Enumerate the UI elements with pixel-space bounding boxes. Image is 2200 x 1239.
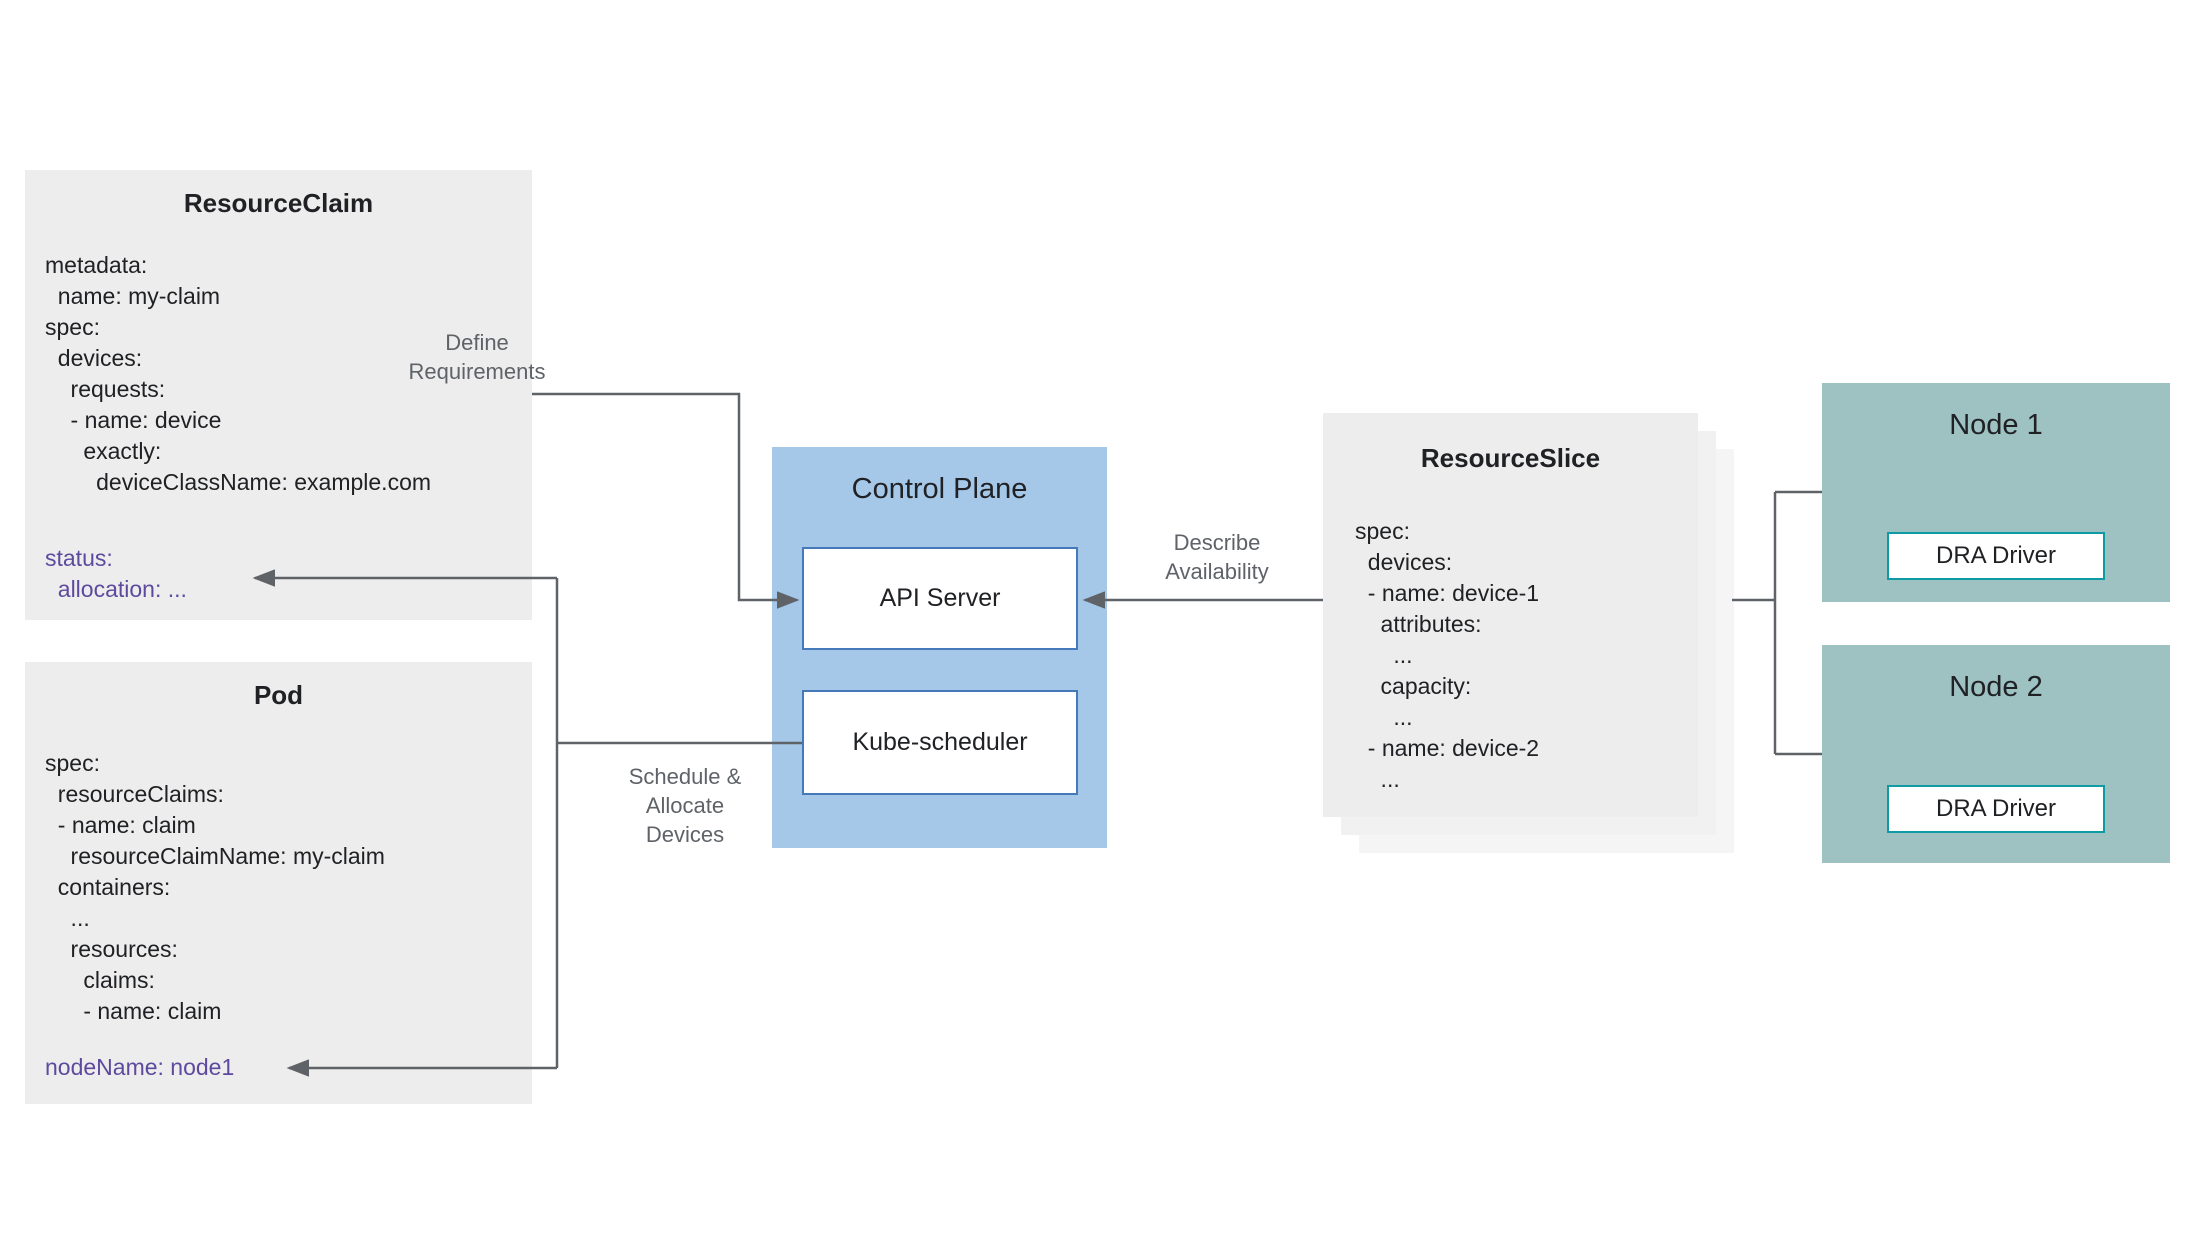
pod-status-yaml: nodeName: node1 xyxy=(45,1054,235,1080)
pod-card: Pod spec: resourceClaims: - name: claim … xyxy=(25,662,532,1104)
edge-define-requirements xyxy=(532,392,800,609)
describe-availability-label: Describe Availability xyxy=(1165,530,1269,584)
node1-title: Node 1 xyxy=(1949,409,2043,441)
kube-scheduler-label: Kube-scheduler xyxy=(852,728,1028,756)
pod-title: Pod xyxy=(253,680,304,710)
resource-slice-card: ResourceSlice spec: devices: - name: dev… xyxy=(1323,413,1698,817)
node1-dra-driver-label: DRA Driver xyxy=(1935,542,2056,569)
resource-claim-status-yaml: status: allocation: ... xyxy=(45,545,187,602)
node2-title: Node 2 xyxy=(1949,671,2043,703)
kube-scheduler-box: Kube-scheduler xyxy=(802,690,1078,795)
resource-claim-yaml: metadata: name: my-claim spec: devices: … xyxy=(45,252,432,495)
schedule-allocate-devices-label: Schedule & Allocate Devices xyxy=(628,764,742,847)
edge-resource-slice-to-nodes xyxy=(1732,490,1822,756)
pod-yaml: spec: resourceClaims: - name: claim reso… xyxy=(45,750,385,1024)
node1-box: Node 1 DRA Driver xyxy=(1822,383,2170,602)
api-server-label: API Server xyxy=(879,584,1001,612)
resource-claim-title: ResourceClaim xyxy=(183,188,374,218)
node2-dra-driver-box: DRA Driver xyxy=(1887,785,2105,833)
resource-slice-title: ResourceSlice xyxy=(1420,443,1601,473)
node2-box: Node 2 DRA Driver xyxy=(1822,645,2170,863)
control-plane-box: Control Plane API Server Kube-scheduler xyxy=(772,447,1107,848)
resource-claim-card: ResourceClaim metadata: name: my-claim s… xyxy=(25,170,532,620)
node2-dra-driver-label: DRA Driver xyxy=(1935,795,2056,822)
resource-slice-yaml: spec: devices: - name: device-1 attribut… xyxy=(1355,518,1540,792)
api-server-box: API Server xyxy=(802,547,1078,650)
node1-dra-driver-box: DRA Driver xyxy=(1887,532,2105,580)
define-requirements-label: Define Requirements xyxy=(408,330,546,384)
control-plane-title: Control Plane xyxy=(851,473,1028,505)
